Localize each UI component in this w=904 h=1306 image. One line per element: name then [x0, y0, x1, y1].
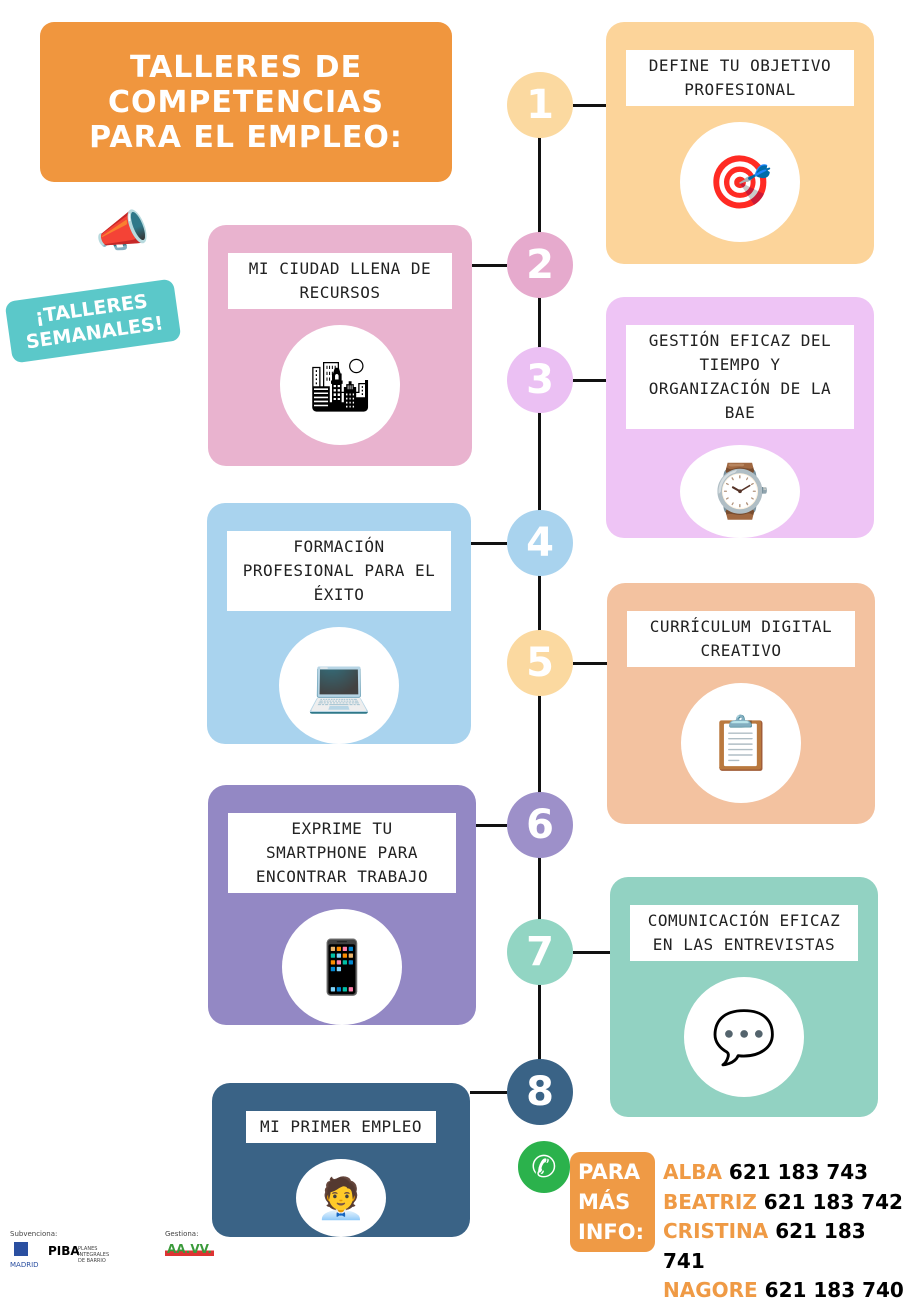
step-illustration-icon: 💻 — [279, 627, 399, 744]
step-card-7: COMUNICACIÓN EFICAZ EN LAS ENTREVISTAS 💬 — [610, 877, 878, 1117]
step-label: MI CIUDAD LLENA DE RECURSOS — [228, 253, 452, 309]
connector — [573, 379, 606, 382]
madrid-label: MADRID — [10, 1261, 39, 1269]
piba-logo: PIBA — [48, 1244, 80, 1258]
step-number-1: 1 — [507, 72, 573, 138]
page-title: TALLERES DE COMPETENCIAS PARA EL EMPLEO: — [40, 22, 452, 182]
step-number-5: 5 — [507, 630, 573, 696]
contact: NAGORE 621 183 740 — [663, 1278, 904, 1302]
contact: CRISTINA 621 183 741 — [663, 1219, 866, 1273]
whatsapp-icon: ✆ — [515, 1138, 573, 1196]
step-card-6: EXPRIME TU SMARTPHONE PARA ENCONTRAR TRA… — [208, 785, 476, 1025]
connector — [471, 542, 507, 545]
megaphone-icon: 📣 — [95, 206, 150, 257]
contact: ALBA 621 183 743 — [663, 1160, 869, 1184]
contact: BEATRIZ 621 183 742 — [663, 1189, 903, 1214]
step-label: CURRÍCULUM DIGITAL CREATIVO — [627, 611, 855, 667]
timeline-line — [538, 105, 541, 1095]
connector — [472, 264, 507, 267]
step-label: GESTIÓN EFICAZ DEL TIEMPO Y ORGANIZACIÓN… — [626, 325, 854, 429]
step-number-8: 8 — [507, 1059, 573, 1125]
connector — [476, 824, 507, 827]
step-illustration-icon: 🧑‍💼 — [296, 1159, 386, 1237]
step-illustration-icon: 📱 — [282, 909, 402, 1025]
piba-subtitle: PLANES INTEGRALES DE BARRIO — [78, 1246, 110, 1264]
step-illustration-icon: 🎯 — [680, 122, 800, 242]
step-card-3: GESTIÓN EFICAZ DEL TIEMPO Y ORGANIZACIÓN… — [606, 297, 874, 538]
step-label: EXPRIME TU SMARTPHONE PARA ENCONTRAR TRA… — [228, 813, 456, 893]
step-illustration-icon: 🏙 — [280, 325, 400, 445]
step-illustration-icon: 💬 — [684, 977, 804, 1097]
step-card-5: CURRÍCULUM DIGITAL CREATIVO 📋 — [607, 583, 875, 824]
connector — [573, 104, 606, 107]
madrid-logo — [14, 1242, 28, 1256]
step-illustration-icon: 📋 — [681, 683, 801, 803]
gestiona-label: Gestiona: — [165, 1230, 199, 1238]
weekly-badge: ¡TALLERES SEMANALES! — [4, 278, 182, 364]
step-card-8: MI PRIMER EMPLEO 🧑‍💼 — [212, 1083, 470, 1237]
step-card-1: DEFINE TU OBJETIVO PROFESIONAL 🎯 — [606, 22, 874, 264]
step-label: FORMACIÓN PROFESIONAL PARA EL ÉXITO — [227, 531, 451, 611]
step-illustration-icon: ⌚ — [680, 445, 800, 538]
connector — [573, 662, 607, 665]
aavv-logo: AA.VV. — [165, 1242, 214, 1256]
step-label: DEFINE TU OBJETIVO PROFESIONAL — [626, 50, 854, 106]
step-label: MI PRIMER EMPLEO — [245, 1111, 437, 1143]
connector — [470, 1091, 507, 1094]
info-label: PARA MÁS INFO: — [570, 1152, 655, 1252]
step-number-3: 3 — [507, 347, 573, 413]
step-number-2: 2 — [507, 232, 573, 298]
subvenciona-label: Subvenciona: — [10, 1230, 58, 1238]
step-number-7: 7 — [507, 919, 573, 985]
step-number-4: 4 — [507, 510, 573, 576]
contacts-list: ALBA 621 183 743 BEATRIZ 621 183 742 CRI… — [663, 1158, 904, 1306]
connector — [573, 951, 610, 954]
step-number-6: 6 — [507, 792, 573, 858]
step-label: COMUNICACIÓN EFICAZ EN LAS ENTREVISTAS — [630, 905, 858, 961]
step-card-4: FORMACIÓN PROFESIONAL PARA EL ÉXITO 💻 — [207, 503, 471, 744]
step-card-2: MI CIUDAD LLENA DE RECURSOS 🏙 — [208, 225, 472, 466]
